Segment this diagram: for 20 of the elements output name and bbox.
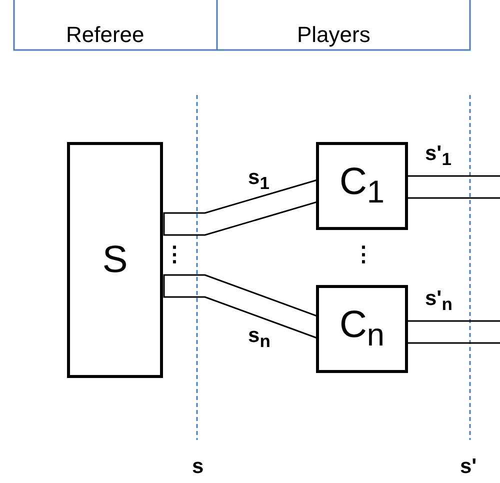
edge-label: s'$_{n}$	[425, 287, 452, 316]
double-wire	[163, 274, 318, 340]
box-label: S	[102, 238, 128, 282]
edge-label: s$_{1}$	[248, 166, 270, 194]
ellipsis: ⋮	[353, 242, 374, 267]
ellipsis: ⋮	[164, 242, 185, 267]
divider-label: s	[192, 455, 204, 479]
process-box	[316, 285, 408, 373]
edge-label: s$_{n}$	[248, 324, 270, 352]
divider-label: s'	[460, 455, 477, 479]
column-heading: Referee	[66, 22, 144, 48]
column-heading: Players	[297, 22, 370, 48]
double-wire	[163, 179, 318, 236]
double-wire	[406, 320, 500, 344]
process-box	[316, 142, 408, 230]
double-wire	[406, 175, 500, 199]
process-box	[67, 142, 163, 378]
box-label: C$_{n}$	[339, 304, 385, 354]
edge-label: s'$_{1}$	[425, 142, 452, 170]
box-label: C$_{1}$	[339, 161, 385, 211]
